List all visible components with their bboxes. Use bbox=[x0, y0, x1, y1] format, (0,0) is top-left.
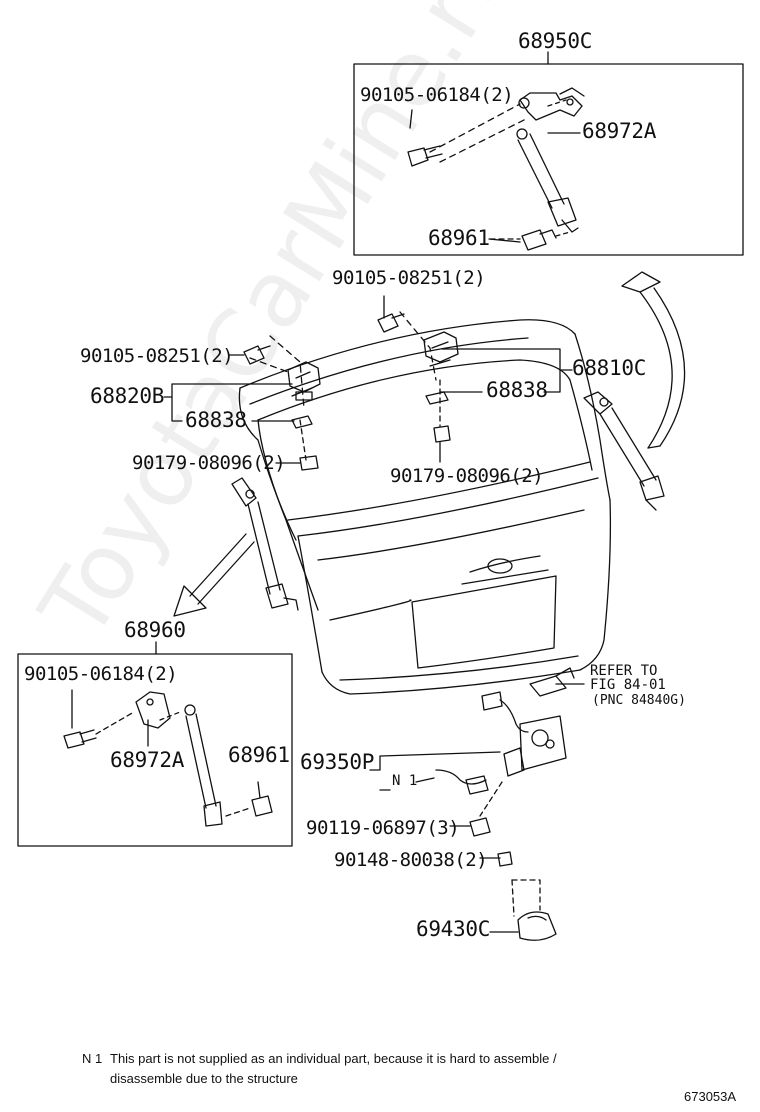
label-90119-06897: 90119-06897(3) bbox=[306, 817, 460, 839]
label-68961-bot: 68961 bbox=[228, 743, 290, 767]
door-handle bbox=[489, 851, 557, 941]
gas-spring-left bbox=[231, 477, 299, 611]
label-68960: 68960 bbox=[124, 618, 186, 642]
lock-assembly bbox=[435, 667, 575, 837]
leader-n1 bbox=[415, 777, 435, 783]
label-68838-left: 68838 bbox=[185, 408, 247, 432]
label-90105-08251-a: 90105-08251(2) bbox=[332, 267, 486, 289]
bracket-69350P bbox=[369, 751, 501, 791]
illustration-code: 673053A bbox=[684, 1089, 737, 1104]
inset-box-68950C bbox=[353, 51, 744, 256]
back-door bbox=[238, 311, 612, 695]
label-69430C: 69430C bbox=[416, 917, 491, 941]
label-68961-top: 68961 bbox=[428, 226, 490, 250]
label-68972A-top: 68972A bbox=[582, 119, 657, 143]
gas-spring-bottom bbox=[63, 689, 273, 827]
nut-08096-mid bbox=[433, 425, 451, 443]
label-68950C: 68950C bbox=[518, 29, 593, 53]
label-fig-ref: FIG 84-01 bbox=[590, 677, 666, 693]
inset-box-68960 bbox=[17, 641, 293, 847]
footnote-line-1: This part is not supplied as an individu… bbox=[110, 1051, 557, 1066]
rotate-arrow bbox=[621, 271, 686, 449]
footnote-marker: N 1 bbox=[82, 1051, 103, 1066]
footnote-line-2: disassemble due to the structure bbox=[110, 1071, 298, 1086]
bolt-08251-b bbox=[243, 345, 271, 365]
pointer-arrow-68960 bbox=[173, 533, 255, 617]
label-n1: N 1 bbox=[392, 773, 418, 789]
label-90148-80038: 90148-80038(2) bbox=[334, 849, 488, 871]
label-90105-08251-b: 90105-08251(2) bbox=[80, 345, 234, 367]
label-68972A-bot: 68972A bbox=[110, 748, 185, 772]
label-90105-06184-bot: 90105-06184(2) bbox=[24, 663, 178, 685]
label-90179-08096-left: 90179-08096(2) bbox=[132, 452, 286, 474]
bracket-68820B bbox=[163, 383, 293, 398]
leader-68961-top bbox=[488, 238, 521, 243]
label-90105-06184-top: 90105-06184(2) bbox=[360, 84, 514, 106]
label-68838-right: 68838 bbox=[486, 378, 548, 402]
label-pnc-ref: (PNC 84840G) bbox=[592, 693, 686, 708]
bracket-68820B-lower bbox=[171, 396, 183, 422]
gas-spring-top bbox=[407, 87, 585, 251]
bolt-08251-a bbox=[377, 313, 405, 333]
nut-08096-left bbox=[299, 455, 319, 471]
label-69350P: 69350P bbox=[300, 750, 375, 774]
label-68820B: 68820B bbox=[90, 384, 165, 408]
hinge-left bbox=[287, 361, 321, 429]
gas-spring-right bbox=[583, 391, 665, 511]
hinge-right bbox=[423, 331, 459, 405]
label-90179-08096-mid: 90179-08096(2) bbox=[390, 465, 544, 487]
label-refer-to: REFER TO bbox=[590, 663, 658, 679]
label-68810C: 68810C bbox=[572, 356, 647, 380]
